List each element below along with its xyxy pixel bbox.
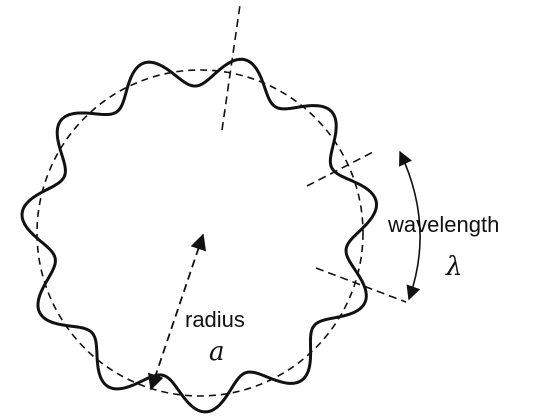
radius-label: radius — [185, 307, 245, 332]
top-radial-line — [221, 4, 241, 131]
wavelength-label: wavelength — [387, 212, 499, 237]
wavy-boundary — [20, 57, 379, 414]
reference-circle — [36, 69, 364, 397]
wavelength-symbol: λ — [445, 252, 462, 282]
wavelength-tick-upper — [306, 150, 376, 187]
wavelength-tick-lower — [315, 267, 407, 303]
wavelength-arc-arrow — [399, 150, 421, 301]
radius-symbol: a — [209, 337, 225, 367]
radius-arrow — [147, 233, 207, 391]
